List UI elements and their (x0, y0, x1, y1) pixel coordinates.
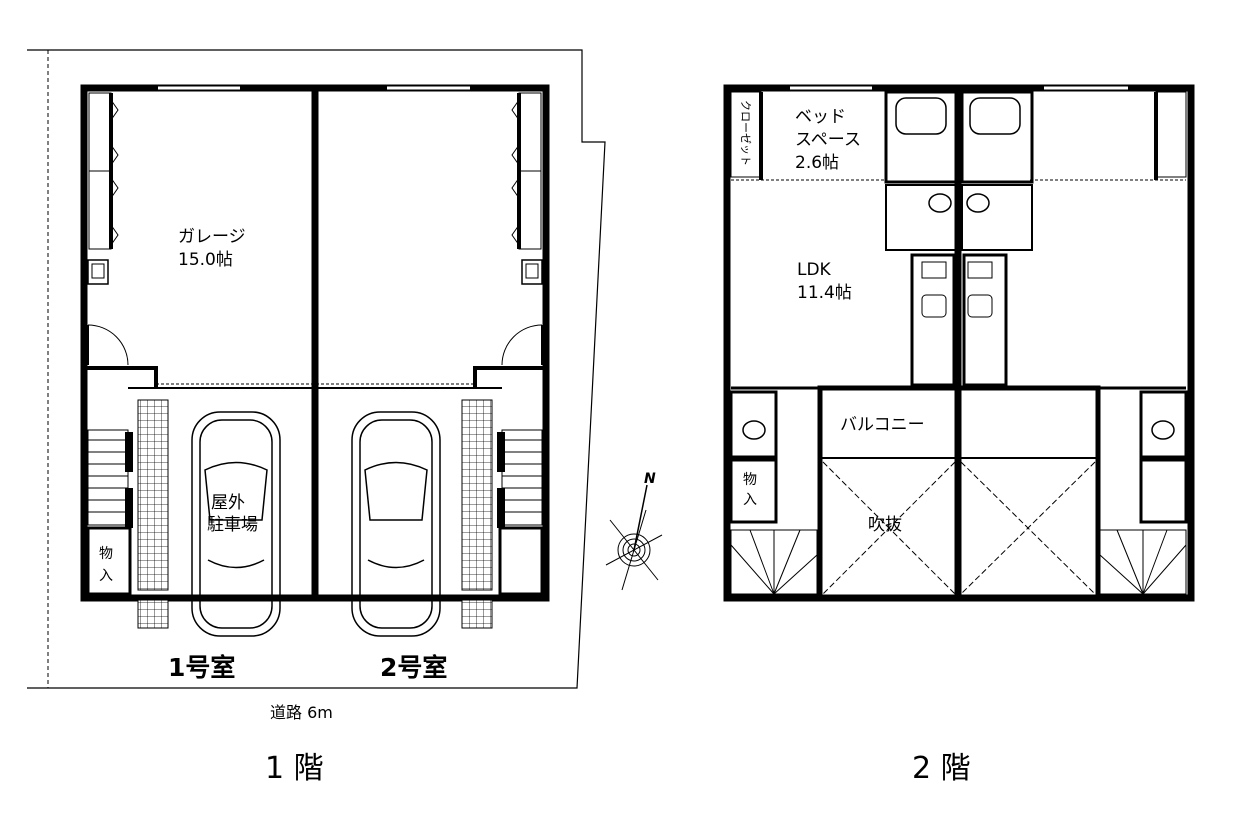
stair-left (730, 529, 818, 595)
garage-name: ガレージ (178, 227, 246, 247)
closet-label: クローゼット (739, 100, 752, 166)
void-left (822, 461, 956, 595)
bed-space-line2: スペース (795, 130, 861, 150)
balcony-label: バルコニー (840, 415, 925, 435)
lot-boundary (27, 49, 606, 689)
storage2-label-line2: 入 (743, 492, 757, 508)
garage-area: 15.0帖 (178, 250, 233, 270)
floor1-plan (27, 49, 606, 689)
ldk-name: LDK (797, 260, 832, 280)
road-label: 道路 6m (270, 703, 333, 722)
void-label: 吹抜 (868, 515, 902, 535)
north-label: N (644, 471, 656, 487)
unit2-label: 2号室 (380, 653, 447, 682)
stair-right (1099, 529, 1187, 595)
bed-space-line1: ベッド (795, 107, 846, 127)
void-right (960, 461, 1096, 595)
tile-path-left (137, 399, 169, 591)
floor1-title: 1 階 (265, 751, 324, 786)
storage-label-line1: 物 (99, 546, 113, 562)
parking-label-line2: 駐車場 (207, 515, 258, 535)
ldk-area: 11.4帖 (797, 283, 852, 303)
bed-space-area: 2.6帖 (795, 153, 839, 173)
storage-label-line2: 入 (99, 568, 113, 584)
unit1-label: 1号室 (168, 653, 235, 682)
floor2-plan (723, 84, 1195, 602)
north-compass-icon (605, 484, 663, 591)
storage2-label-line1: 物 (743, 472, 757, 488)
floor2-title: 2 階 (912, 751, 971, 786)
parking-label-line1: 屋外 (211, 493, 245, 513)
tile-path-right (461, 399, 493, 591)
car-right (351, 411, 441, 637)
car-left (191, 411, 281, 637)
